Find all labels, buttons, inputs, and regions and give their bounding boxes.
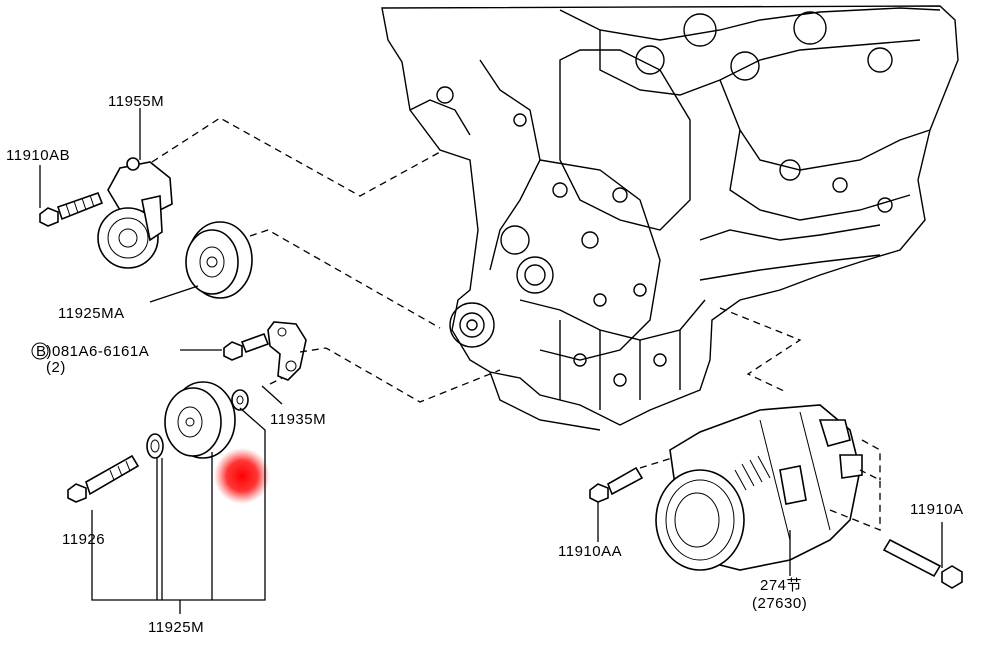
- label-11925M: 11925M: [148, 619, 204, 636]
- label-11910AB: 11910AB: [6, 147, 70, 164]
- label-11926: 11926: [62, 531, 105, 548]
- label-11955M: 11955M: [108, 93, 164, 110]
- alignment-lines: [151, 117, 881, 531]
- label-11925MA: 11925MA: [58, 305, 125, 322]
- bolt-11910AB: [39, 191, 104, 227]
- label-081A6-qty: (2): [46, 359, 66, 376]
- compressor-27630: [655, 404, 863, 571]
- red-marker: [214, 448, 270, 504]
- washer: [231, 389, 249, 411]
- spacer-ring: [146, 433, 164, 459]
- bolt-11910A: [882, 538, 963, 589]
- pulley-11925M: [164, 381, 236, 459]
- label-11910AA: 11910AA: [558, 543, 622, 560]
- label-274: 274节: [760, 577, 802, 594]
- leader-lines: [39, 108, 943, 614]
- circled-b-icon: [31, 342, 49, 360]
- bolt-11910AA: [589, 466, 644, 503]
- label-27630: (27630): [752, 595, 807, 612]
- label-11935M: 11935M: [270, 411, 326, 428]
- bracket-11935M: [267, 321, 307, 381]
- tensioner-11955M: [97, 157, 173, 269]
- label-11910A: 11910A: [910, 501, 964, 518]
- label-081A6: B)081A6-6161A: [36, 343, 149, 360]
- bolt-11926: [67, 454, 140, 503]
- bolt-081A6: [223, 332, 270, 361]
- engine-block: [381, 5, 959, 431]
- idler-pulley-11925MA: [185, 221, 253, 299]
